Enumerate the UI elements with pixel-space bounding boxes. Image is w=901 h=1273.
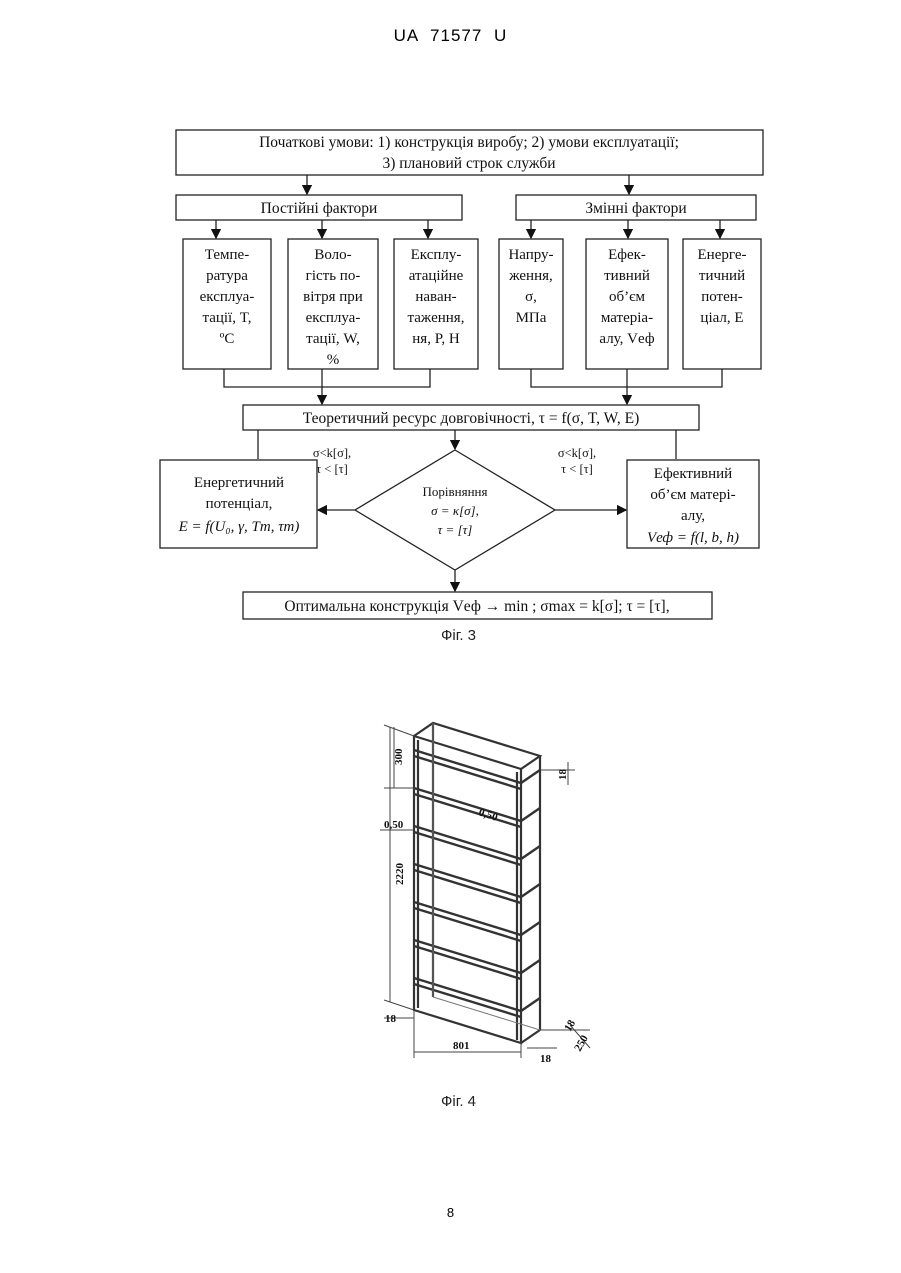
- factor-temperature-line: експлуа-: [200, 289, 255, 305]
- factor-energy-line: потен-: [701, 289, 743, 305]
- figure-3-caption: Фіг. 3: [8, 627, 901, 644]
- dim-250: 250: [572, 1033, 591, 1054]
- factor-temperature-line: ºС: [220, 331, 235, 347]
- dim-300: 300: [393, 748, 405, 765]
- initial-conditions-line-2: 3) плановий строк служби: [382, 155, 555, 172]
- factor-volume-line: матеріа-: [601, 310, 653, 326]
- dim-801: 801: [453, 1040, 470, 1052]
- energy-box-line: E = f(U₀, γ, Tm, τm): [178, 519, 300, 535]
- condition-right-line-2: τ < [τ]: [561, 462, 593, 476]
- energy-box-line: Енергетичний: [194, 475, 284, 491]
- comparison-line: σ = κ[σ],: [431, 503, 479, 518]
- factor-energy-line: тичний: [699, 268, 745, 284]
- constant-factors-label: Постійні фактори: [261, 200, 378, 217]
- dim-050-mid: 0,50: [477, 806, 499, 824]
- condition-right-line-1: σ<k[σ],: [558, 446, 596, 460]
- resource-label: Теоретичний ресурс довговічності, τ = f(…: [303, 410, 639, 427]
- factor-humidity-line: Воло-: [314, 247, 351, 263]
- comparison-line: τ = [τ]: [438, 522, 473, 537]
- factor-volume-line: Ефек-: [608, 247, 646, 263]
- optimal-design-label: Оптимальна конструкція Vеф → min ; σmax …: [284, 598, 669, 615]
- initial-conditions-line-1: Початкові умови: 1) конструкція виробу; …: [259, 134, 679, 151]
- energy-box-line: потенціал,: [206, 496, 273, 512]
- factor-humidity-line: гість по-: [306, 268, 361, 284]
- dim-18-top: 18: [557, 769, 569, 781]
- condition-left-line-1: σ<k[σ],: [313, 446, 351, 460]
- factor-load-line: наван-: [415, 289, 456, 305]
- dim-050-left: 0,50: [384, 819, 404, 831]
- dim-2220: 2220: [394, 863, 406, 886]
- factor-humidity-line: вітря при: [303, 289, 363, 305]
- factor-energy-line: Енерге-: [698, 247, 747, 263]
- figure-4-caption: Фіг. 4: [8, 1093, 901, 1110]
- factor-volume-line: тивний: [604, 268, 650, 284]
- volume-box-line: алу,: [681, 508, 705, 524]
- factor-humidity-line: тації, W,: [306, 331, 360, 347]
- factor-temperature-line: ратура: [206, 268, 248, 284]
- factor-temperature-line: Темпе-: [205, 247, 249, 263]
- factor-load-line: Експлу-: [411, 247, 462, 263]
- factor-stress-line: Напру-: [508, 247, 553, 263]
- factor-stress-line: ження,: [508, 268, 553, 284]
- factor-volume-line: алу, Vеф: [599, 331, 654, 347]
- comparison-line: Порівняння: [423, 484, 488, 499]
- factor-load-line: ня, P, Н: [412, 331, 460, 347]
- factor-volume-line: об’єм: [609, 289, 646, 305]
- factor-energy-line: ціал, E: [700, 310, 743, 326]
- page-number: 8: [0, 1205, 901, 1220]
- factor-humidity-line: %: [327, 352, 340, 368]
- volume-box-line: Ефективний: [654, 466, 732, 482]
- factor-stress-line: МПа: [516, 310, 547, 326]
- volume-box-line: об’єм матері-: [650, 487, 735, 503]
- dim-18-left: 18: [385, 1013, 397, 1025]
- factor-stress-line: σ,: [525, 289, 537, 305]
- factor-load-text: Експлу- атаційне наван- таження, ня, P, …: [408, 247, 465, 347]
- variable-factors-label: Змінні фактори: [585, 200, 686, 217]
- condition-left-line-2: τ < [τ]: [316, 462, 348, 476]
- factor-temperature-line: тації, T,: [202, 310, 251, 326]
- factor-humidity-line: експлуа-: [306, 310, 361, 326]
- dim-18-right: 18: [540, 1053, 552, 1065]
- factor-load-line: атаційне: [409, 268, 464, 284]
- volume-box-line: Vеф = f(l, b, h): [647, 530, 739, 546]
- factor-load-line: таження,: [408, 310, 465, 326]
